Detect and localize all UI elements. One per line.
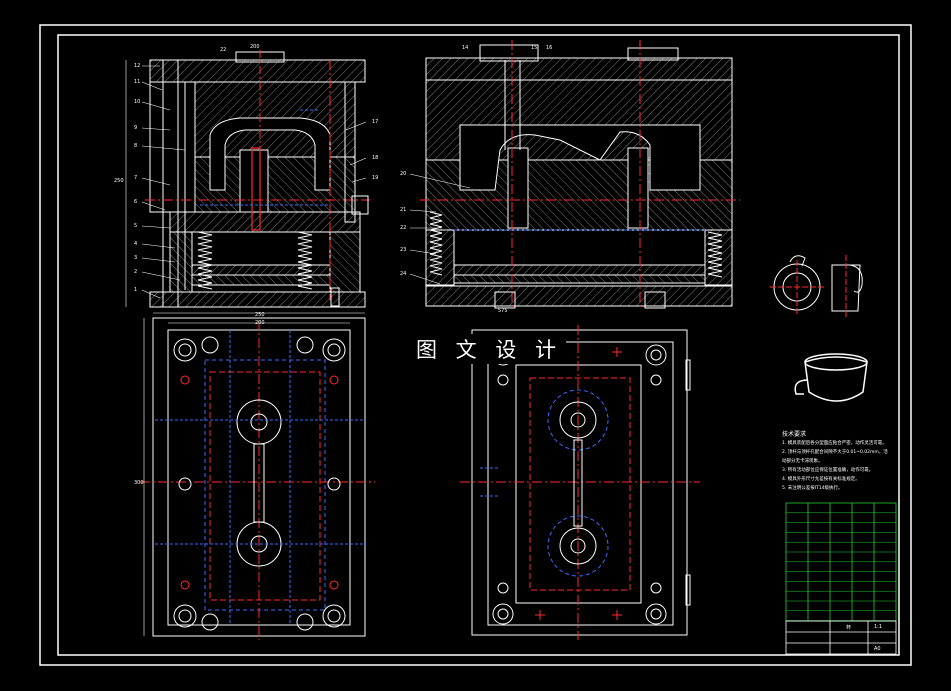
- part-number-label: 1: [134, 287, 138, 293]
- dim-outer-width: 250: [255, 312, 265, 318]
- part-number-label: 20: [400, 171, 407, 177]
- technical-notes: 技术要求 1. 模具装配后各分型面应贴合严密，动作灵活可靠。 2. 顶杆与顶杆孔…: [782, 430, 902, 493]
- notes-line: 1. 模具装配后各分型面应贴合严密，动作灵活可靠。: [782, 441, 887, 446]
- part-number-label: 9: [134, 125, 138, 131]
- notes-title: 技术要求: [782, 431, 807, 438]
- moving-half-plan-view: [140, 312, 375, 640]
- notes-line: 3. 所有活动部位应保证位置准确，动作可靠。: [782, 468, 874, 473]
- part-number-label: 16: [546, 45, 553, 51]
- side-section-view-right: [409, 40, 740, 310]
- part-sketches: [770, 255, 868, 402]
- part-number-label: 18: [372, 155, 379, 161]
- part-number-label: 7: [134, 175, 138, 181]
- title-block: [785, 620, 897, 655]
- dim-top-left-height: 250: [114, 178, 124, 184]
- notes-line: 动部分无卡滞现象。: [782, 459, 823, 464]
- part-number-label: 4: [134, 241, 138, 247]
- part-number-label: 8: [134, 143, 138, 149]
- parts-list-rows: [786, 512, 896, 621]
- front-section-view-left: [125, 50, 370, 308]
- dim-height: 300: [134, 480, 144, 486]
- part-number-label: 19: [372, 175, 379, 181]
- title-name-cell: 杯: [846, 625, 852, 631]
- part-number-label: 22: [220, 47, 227, 53]
- fixed-half-plan-view: [460, 325, 700, 640]
- part-number-label: 12: [134, 63, 141, 69]
- watermark: 图 文 设 计: [412, 334, 567, 364]
- inner-frame: [57, 34, 900, 656]
- title-sheet-cell: A0: [874, 646, 881, 652]
- dim-top-right-base: 575: [498, 308, 508, 314]
- part-number-label: 3: [134, 255, 138, 261]
- part-number-label: 21: [400, 207, 407, 213]
- title-scale-cell: 1:1: [874, 624, 883, 630]
- notes-line: 5. 未注明公差按IT14级执行。: [782, 486, 843, 491]
- outer-frame: [39, 24, 912, 666]
- part-number-label: 14: [462, 45, 469, 51]
- part-number-label: 17: [372, 119, 379, 125]
- part-number-label: 23: [400, 247, 407, 253]
- dim-top-left-width: 200: [250, 44, 260, 50]
- part-number-label: 15: [531, 45, 538, 51]
- part-number-label: 5: [134, 223, 138, 229]
- notes-line: 4. 模具外形尺寸允差按有关标准规定。: [782, 477, 860, 482]
- part-number-label: 22: [400, 225, 407, 231]
- part-number-label: 2: [134, 269, 138, 275]
- part-number-label: 24: [400, 271, 407, 277]
- part-number-label: 6: [134, 199, 138, 205]
- part-number-label: 11: [134, 79, 141, 85]
- part-number-label: 10: [134, 99, 141, 105]
- notes-line: 2. 顶杆与顶杆孔配合间隙不大于0.01~0.02mm，活: [782, 450, 888, 455]
- dim-inner-width: 200: [255, 320, 265, 326]
